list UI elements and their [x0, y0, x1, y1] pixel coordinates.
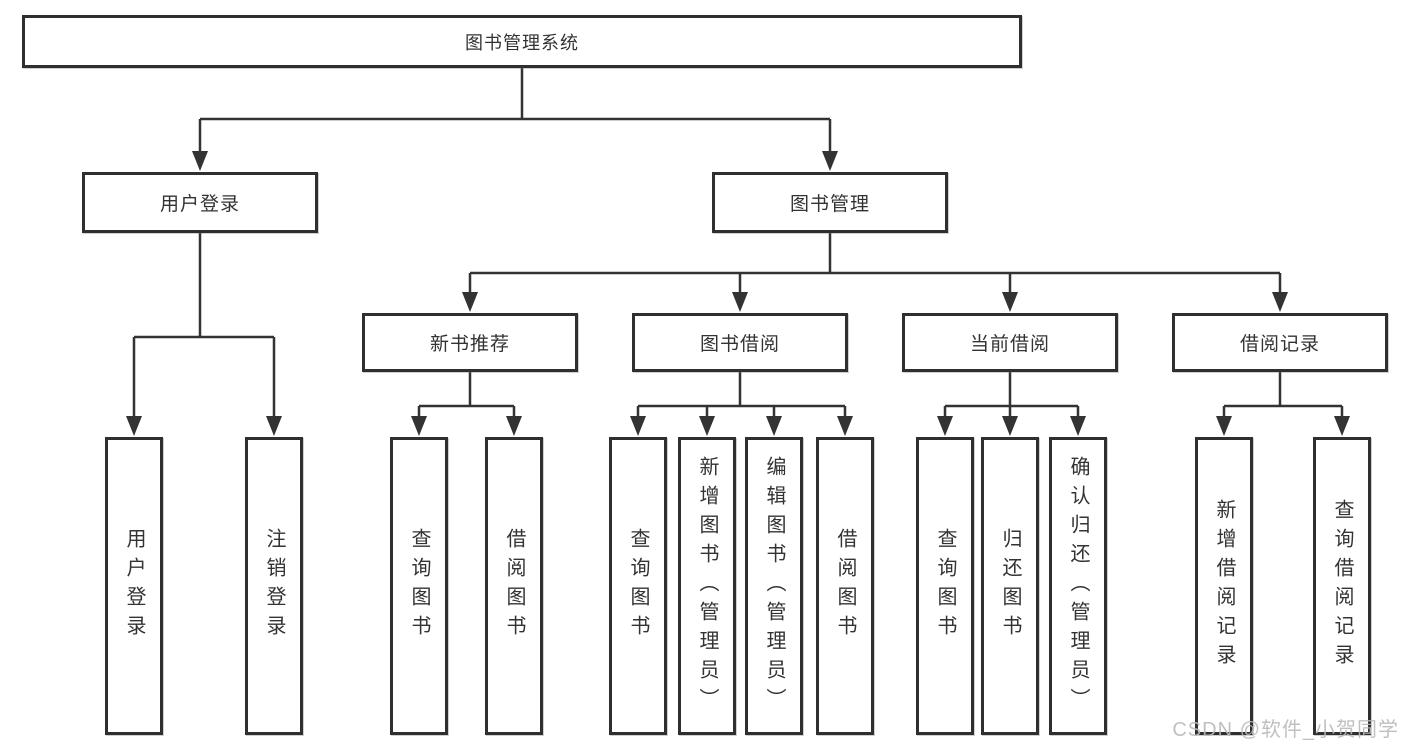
node-leaf-query-book-1: 查询图书 [390, 437, 448, 735]
node-leaf-add-book: 新增图书（管理员） [678, 437, 736, 735]
node-leaf-edit-book-label: 编辑图书（管理员） [763, 455, 785, 717]
node-book-management: 图书管理 [712, 172, 948, 233]
node-leaf-borrow-book-2: 借阅图书 [816, 437, 874, 735]
node-new-book-recommend-label: 新书推荐 [429, 334, 510, 355]
node-leaf-return-book: 归还图书 [981, 437, 1039, 735]
node-user-login-label: 用户登录 [159, 194, 240, 215]
node-book-borrow: 图书借阅 [632, 313, 848, 372]
node-leaf-query-book-1-label: 查询图书 [408, 528, 430, 644]
node-leaf-logout: 注销登录 [245, 437, 303, 735]
node-user-login: 用户登录 [82, 172, 318, 233]
node-leaf-user-login-label: 用户登录 [123, 528, 145, 644]
node-leaf-logout-label: 注销登录 [263, 528, 285, 644]
node-leaf-confirm-return-label: 确认归还（管理员） [1067, 455, 1089, 717]
node-leaf-add-borrow-record: 新增借阅记录 [1195, 437, 1253, 735]
node-borrow-records-label: 借阅记录 [1239, 334, 1320, 355]
node-leaf-query-borrow-record: 查询借阅记录 [1313, 437, 1371, 735]
node-leaf-user-login: 用户登录 [105, 437, 163, 735]
node-leaf-borrow-book-1-label: 借阅图书 [503, 528, 525, 644]
node-current-borrow: 当前借阅 [902, 313, 1118, 372]
node-leaf-borrow-book-1: 借阅图书 [485, 437, 543, 735]
node-leaf-query-book-3-label: 查询图书 [934, 528, 956, 644]
node-root-label: 图书管理系统 [465, 32, 579, 53]
node-book-borrow-label: 图书借阅 [699, 334, 780, 355]
node-leaf-query-borrow-record-label: 查询借阅记录 [1331, 499, 1353, 673]
node-leaf-query-book-2-label: 查询图书 [627, 528, 649, 644]
node-leaf-edit-book: 编辑图书（管理员） [745, 437, 803, 735]
node-leaf-return-book-label: 归还图书 [999, 528, 1021, 644]
node-leaf-confirm-return: 确认归还（管理员） [1049, 437, 1107, 735]
node-leaf-borrow-book-2-label: 借阅图书 [834, 528, 856, 644]
node-new-book-recommend: 新书推荐 [362, 313, 578, 372]
node-book-management-label: 图书管理 [789, 194, 870, 215]
node-current-borrow-label: 当前借阅 [969, 334, 1050, 355]
node-leaf-query-book-2: 查询图书 [609, 437, 667, 735]
node-leaf-add-borrow-record-label: 新增借阅记录 [1213, 499, 1235, 673]
node-borrow-records: 借阅记录 [1172, 313, 1388, 372]
node-leaf-query-book-3: 查询图书 [916, 437, 974, 735]
node-leaf-add-book-label: 新增图书（管理员） [696, 455, 718, 717]
node-root: 图书管理系统 [22, 15, 1022, 68]
watermark-text: CSDN @软件_小贺同学 [1172, 719, 1399, 741]
